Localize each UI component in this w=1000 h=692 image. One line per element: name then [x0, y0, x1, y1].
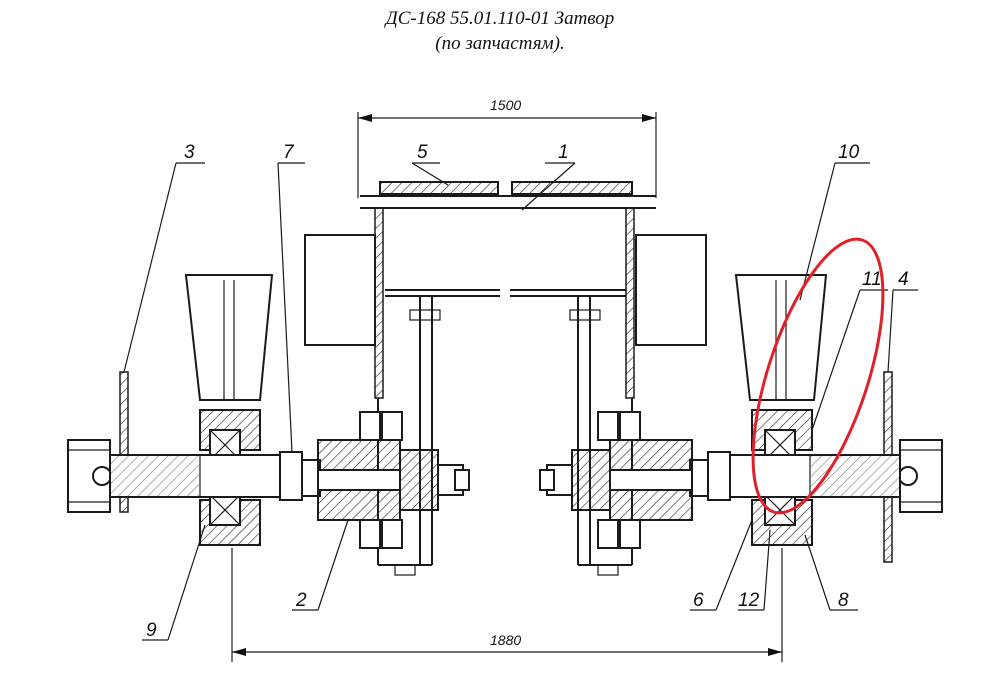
central-frame [304, 181, 707, 576]
callout-3: 3 [184, 142, 195, 163]
callout-2: 2 [295, 590, 307, 611]
callout-10: 10 [838, 142, 860, 163]
callout-11: 11 [862, 269, 882, 290]
callout-leaders [123, 162, 918, 641]
dimension-bottom-label: 1880 [490, 632, 521, 648]
callout-6: 6 [693, 590, 704, 611]
drawing-subtitle: (по запчастям). [435, 33, 565, 54]
dimension-bottom: 1880 [231, 548, 783, 662]
highlight-ellipse [751, 237, 885, 515]
callout-7: 7 [283, 142, 295, 163]
dimension-top-label: 1500 [490, 97, 521, 113]
callout-8: 8 [838, 590, 849, 611]
callout-1: 1 [558, 142, 569, 163]
callout-12: 12 [738, 590, 760, 611]
left-assembly [67, 274, 470, 549]
dimension-top: 1500 [357, 97, 657, 198]
callout-labels: 3 7 5 1 10 11 4 2 9 6 12 8 [146, 142, 909, 641]
callout-5: 5 [417, 142, 428, 163]
callout-9: 9 [146, 620, 157, 641]
drawing-title: ДС-168 55.01.110-01 Затвор [385, 8, 615, 29]
callout-4: 4 [898, 269, 909, 290]
right-assembly [539, 274, 943, 563]
